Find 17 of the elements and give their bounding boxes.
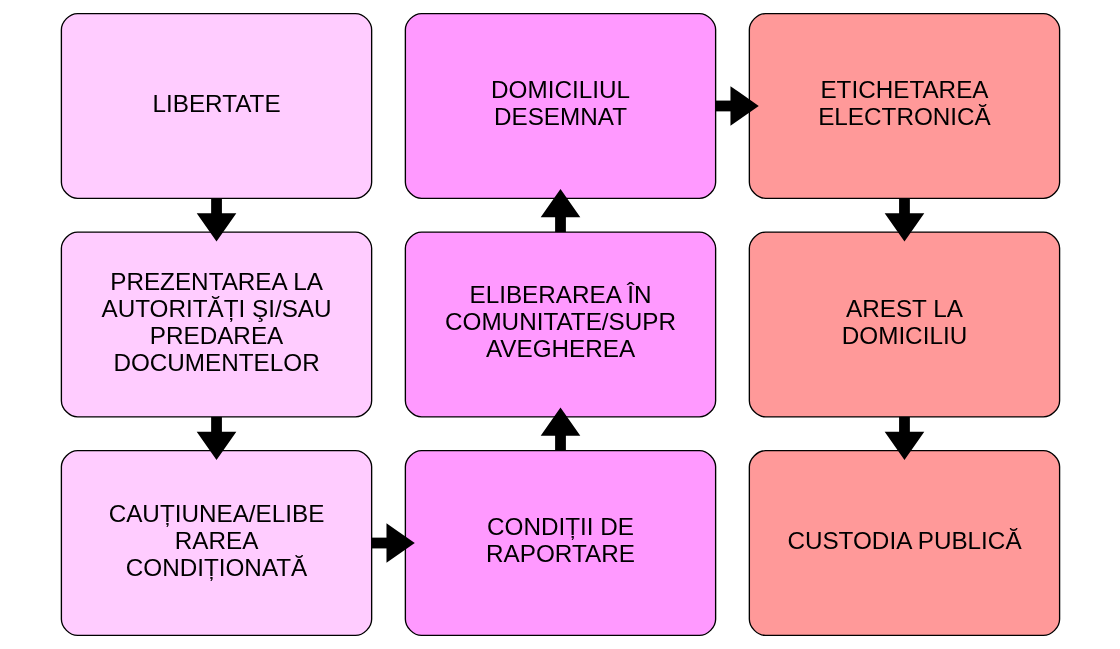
arrow — [540, 407, 580, 451]
node-box: CUSTODIA PUBLICĂ — [748, 449, 1060, 637]
node-box: PREZENTAREA LA AUTORITĂȚI ŞI/SAU PREDAREA DOCUMENTELOR — [60, 231, 372, 418]
node-box: DOMICILIUL DESEMNAT — [404, 12, 716, 200]
arrow — [540, 188, 580, 233]
node-box: CONDIȚII DE RAPORTARE — [404, 449, 716, 637]
node-box: LIBERTATE — [60, 12, 372, 200]
arrow — [715, 86, 759, 126]
node-box: ETICHETAREA ELECTRONICĂ — [748, 12, 1060, 200]
arrow — [196, 416, 236, 461]
node-box: ELIBERAREA ÎN COMUNITATE/SUPR AVEGHEREA — [404, 231, 716, 418]
arrow — [884, 416, 924, 461]
node-box: CAUȚIUNEA/ELIBE RAREA CONDIȚIONATĂ — [60, 449, 372, 637]
arrow — [196, 198, 236, 242]
arrow — [884, 198, 924, 242]
node-box: AREST LA DOMICILIU — [748, 231, 1060, 418]
arrow — [371, 523, 415, 563]
